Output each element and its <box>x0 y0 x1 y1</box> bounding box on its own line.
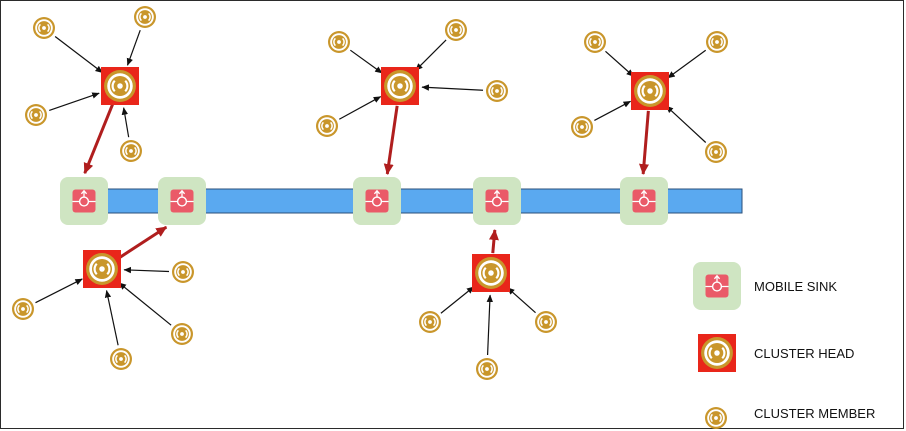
head-to-sink-link-3 <box>383 105 399 176</box>
cluster-head-1 <box>101 67 139 105</box>
head-to-sink-link-1 <box>83 103 114 175</box>
cluster-member-5-3 <box>571 116 593 138</box>
cluster-member-2-4 <box>110 348 132 370</box>
member-link-2-4 <box>104 290 119 346</box>
legend-mobile-sink-glyph <box>693 262 741 310</box>
member-link-1-1 <box>54 36 103 74</box>
legend-cluster-member-glyph <box>705 407 727 429</box>
cluster-head-icon <box>698 334 736 372</box>
cluster-member-5-2 <box>706 31 728 53</box>
legend: MOBILE SINK CLUSTER HEAD CLUSTER MEMBER <box>693 262 875 429</box>
member-link-2-2 <box>35 278 83 304</box>
cluster-member-1-4 <box>120 140 142 162</box>
member-link-1-3 <box>49 92 100 111</box>
legend-item-mobile-sink: MOBILE SINK <box>693 262 837 310</box>
member-link-2-1 <box>123 266 170 274</box>
cluster-member-3-4 <box>316 115 338 137</box>
member-link-1-2 <box>126 29 141 66</box>
member-link-3-4 <box>338 96 382 120</box>
cluster-head-2 <box>83 250 121 288</box>
member-link-3-1 <box>350 49 383 74</box>
mobile-sink-1 <box>60 177 108 225</box>
cluster-member-2-3 <box>171 323 193 345</box>
cluster-member-1-2 <box>134 6 156 28</box>
cluster-member-5-4 <box>705 141 727 163</box>
cluster-member-4-3 <box>535 311 557 333</box>
cluster-member-3-3 <box>486 80 508 102</box>
mobile-sink-3 <box>353 177 401 225</box>
head-to-sink-link-2 <box>117 225 168 260</box>
member-link-2-3 <box>118 282 172 326</box>
cluster-head-5 <box>631 72 669 110</box>
mobile-sink-4 <box>473 177 521 225</box>
cluster-member-icon <box>705 407 727 429</box>
member-link-5-2 <box>667 49 707 79</box>
member-link-4-2 <box>486 294 493 356</box>
legend-item-cluster-member: CLUSTER MEMBER <box>705 406 875 429</box>
cluster-member-2-1 <box>172 261 194 283</box>
member-link-4-1 <box>440 286 475 314</box>
member-link-4-3 <box>507 287 536 314</box>
member-link-5-3 <box>594 100 631 121</box>
cluster-member-5-1 <box>584 31 606 53</box>
mobile-sink-icon <box>693 262 741 310</box>
cluster-head-4 <box>472 254 510 292</box>
arrows-layer <box>35 29 707 356</box>
legend-item-cluster-head: CLUSTER HEAD <box>698 334 854 372</box>
nodes-layer <box>12 6 728 380</box>
cluster-head-3 <box>381 67 419 105</box>
member-link-3-2 <box>415 39 447 71</box>
cluster-member-1-3 <box>25 104 47 126</box>
head-to-sink-link-5 <box>639 110 650 176</box>
legend-label-cluster-head: CLUSTER HEAD <box>754 346 854 361</box>
member-link-3-3 <box>421 84 484 91</box>
cluster-member-1-1 <box>33 17 55 39</box>
cluster-member-3-2 <box>445 19 467 41</box>
cluster-member-2-2 <box>12 298 34 320</box>
legend-label-mobile-sink: MOBILE SINK <box>754 279 837 294</box>
member-link-1-4 <box>121 107 130 138</box>
mobile-sink-2 <box>158 177 206 225</box>
member-link-5-4 <box>665 105 707 143</box>
cluster-member-4-2 <box>476 358 498 380</box>
legend-label-cluster-member: CLUSTER MEMBER <box>754 406 875 421</box>
head-to-sink-link-4 <box>488 228 499 254</box>
cluster-member-3-1 <box>328 31 350 53</box>
mobile-sink-5 <box>620 177 668 225</box>
legend-cluster-head-glyph <box>698 334 736 372</box>
cluster-member-4-1 <box>419 311 441 333</box>
member-link-5-1 <box>605 50 634 77</box>
